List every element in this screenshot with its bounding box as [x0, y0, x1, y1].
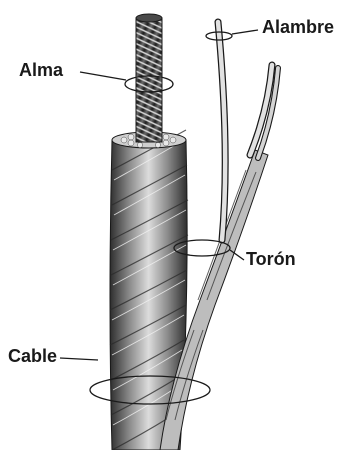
label-alambre: Alambre [262, 18, 334, 36]
label-cable: Cable [8, 347, 57, 365]
label-alma: Alma [19, 61, 63, 79]
alma-core [136, 14, 162, 142]
label-toron: Torón [246, 250, 296, 268]
